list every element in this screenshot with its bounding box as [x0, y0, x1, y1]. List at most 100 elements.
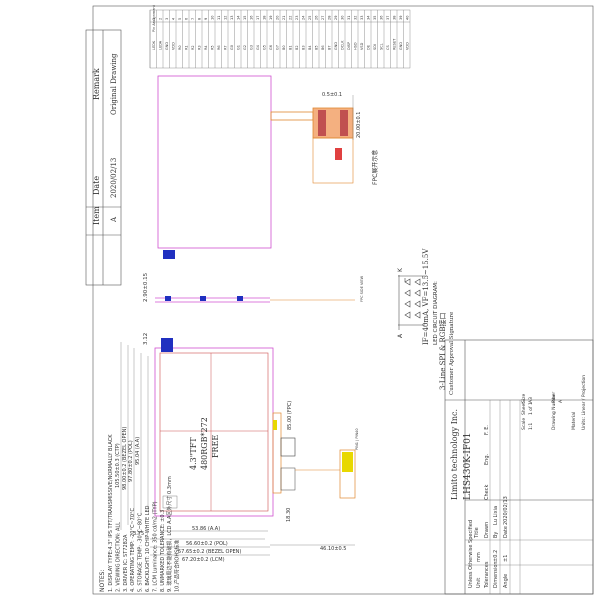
tolerances-label: Tolerances — [484, 561, 490, 589]
screen-size: 4.3"TFT — [189, 437, 198, 470]
pin-number: 29 — [334, 16, 338, 20]
led-anode: A — [397, 333, 404, 338]
pin-number: 25 — [308, 16, 312, 20]
pin-number: 40 — [405, 16, 409, 20]
pin-signal: DISP — [347, 42, 351, 50]
note-line: 10.产品符合ROHS标准 — [174, 540, 181, 592]
title-label: Title — [474, 527, 480, 539]
dim-pol-h: 97.80±0.2 (POL) — [128, 440, 134, 482]
pin-number: 9 — [204, 18, 208, 20]
dim-lcm-w: 67.20±0.2 (LCM) — [182, 557, 225, 563]
pin-signal: GND — [165, 42, 169, 50]
pin-signal: G0 — [230, 45, 234, 50]
sheet-border — [92, 5, 594, 595]
pin-number: 19 — [269, 16, 273, 20]
blue-connector-front — [161, 338, 173, 352]
title-block: Customer Approval Signature Unless Other… — [438, 312, 594, 595]
dim-fpc-length: 46.10±0.5 — [320, 546, 346, 552]
eng-label: Eng. — [484, 453, 490, 465]
led-title: LED CIRCUIT DIAGRAM: — [433, 281, 439, 345]
drawing-number-label: Drawing Number — [551, 392, 557, 430]
rev-label: Rev — [551, 394, 557, 403]
pin-number: 26 — [314, 16, 318, 20]
rev-remark: Original Drawing — [110, 53, 118, 115]
pin-signal: R6 — [217, 45, 221, 50]
fe-label: F. E. — [484, 425, 490, 435]
pin-number: 24 — [301, 15, 305, 20]
units-projection: Units: Linear / Projection — [581, 375, 587, 430]
note-line: 2. VIEWING DIRECTION: ALL — [115, 522, 121, 592]
pin-signal: VDD — [405, 42, 409, 50]
pin-number: 5 — [178, 18, 182, 20]
pin-signal: GND — [399, 42, 403, 50]
fpc-dim-pitch: 0.5±0.1 — [322, 92, 342, 98]
pin-number: 20 — [275, 16, 279, 20]
pin-number: 18 — [262, 16, 266, 20]
blue-connector-top — [163, 250, 175, 259]
pin-signal: G6 — [269, 45, 273, 50]
sheet-label: Sheet — [521, 402, 527, 415]
size-value: A3 — [528, 397, 534, 403]
title-date: 2020/02/13 — [503, 496, 509, 525]
pin-number: 14 — [236, 15, 240, 20]
front-view: 4.3"TFT 480RGB*272 FREE PIN1 | PIN40 105… — [115, 338, 359, 563]
rev-date: 2020/02/13 — [110, 158, 118, 198]
led-cathode: K — [397, 267, 404, 272]
pin-signal: R1 — [184, 45, 188, 50]
note-line: 4. OPERATING TEMP: -20°C~70°C — [130, 507, 136, 592]
dim-offset: 3.75 — [133, 531, 144, 537]
note-line: 3. DRIVER IC: ST7282A — [123, 534, 129, 592]
pin-signal: DCLK — [340, 40, 344, 50]
pin-number: 38 — [392, 16, 396, 20]
notes: NOTES: 1. DISPLAY TYPE:4.3" IPS TFT/TRAN… — [99, 434, 181, 592]
size-label: Size — [521, 394, 527, 403]
pin-signal: G3 — [249, 45, 253, 50]
revision-block: Item Date Remark A 2020/02/13 Original D… — [85, 29, 122, 286]
pin-signal: B6 — [321, 45, 325, 50]
pin-signal: B2 — [295, 45, 299, 50]
pin-number: 39 — [399, 16, 403, 20]
customer-approval: Customer Approval Signature — [449, 312, 455, 395]
pin-number: 37 — [386, 16, 390, 20]
pin-signal: B0 — [282, 45, 286, 50]
pin-signal: R3 — [197, 45, 201, 50]
screen-resolution: 480RGB*272 — [200, 417, 209, 470]
dim-bezel-open-h: 98.00±0.2 (BEZEL OPEN) — [122, 427, 128, 490]
pin-number: 13 — [230, 16, 234, 20]
angle-tol: ±1 — [503, 555, 509, 562]
pin-number: 15 — [243, 16, 247, 20]
drawn-by: Lu Lixia — [493, 506, 499, 525]
pin-number: 17 — [256, 16, 260, 20]
part-number: LHS430K-IF01 — [463, 432, 473, 500]
dim-fpc-offset: 18.30 — [286, 508, 292, 522]
unit-label: Unit — [476, 578, 482, 588]
pin-signal: R2 — [191, 45, 195, 50]
fpc-stiffener — [335, 148, 342, 160]
note-line: 5. STORAGE TEMP: -30°C~80°C — [138, 512, 144, 592]
rev-item: A — [110, 216, 118, 223]
pin-signal: B1 — [288, 45, 292, 50]
rev-value: A — [558, 399, 564, 403]
pin-signal: G1 — [236, 45, 240, 50]
pin-signal: R4 — [204, 45, 208, 50]
side-view-profile: 2.90±0.15 3.12 FPC SIDE VIEW — [143, 272, 364, 345]
pin-signal: HSD — [353, 42, 357, 50]
scale-label: Scale — [521, 418, 527, 430]
angle-label: Angle — [503, 574, 509, 588]
pin-signal: SCL — [379, 43, 383, 50]
pin-number: 8 — [197, 18, 201, 20]
pin-signal: R5 — [210, 45, 214, 50]
pin-number: 2 — [158, 18, 162, 20]
pin-signal: VSD — [360, 42, 364, 50]
drawn-label: Drawn — [484, 522, 490, 538]
interface-type: 3-Line SPI & RGB接口 — [438, 312, 447, 390]
scale-value: 1:1 — [528, 423, 534, 430]
pin-assignment-table: Pin Assignment 1LEDK2LEDA3GND4VDD5R06R17… — [149, 4, 411, 69]
pin-signal: LEDA — [158, 40, 162, 50]
fpc-front-tail — [339, 449, 356, 499]
rev-header-item: Item — [92, 206, 101, 225]
pin-signal: RESET — [392, 38, 396, 50]
led-spec: IF=40mA, VF=13.5~15.5V — [422, 248, 430, 345]
pin-number: 7 — [191, 18, 195, 20]
dim-aa-h: 95.04 (A.A) — [135, 437, 141, 465]
